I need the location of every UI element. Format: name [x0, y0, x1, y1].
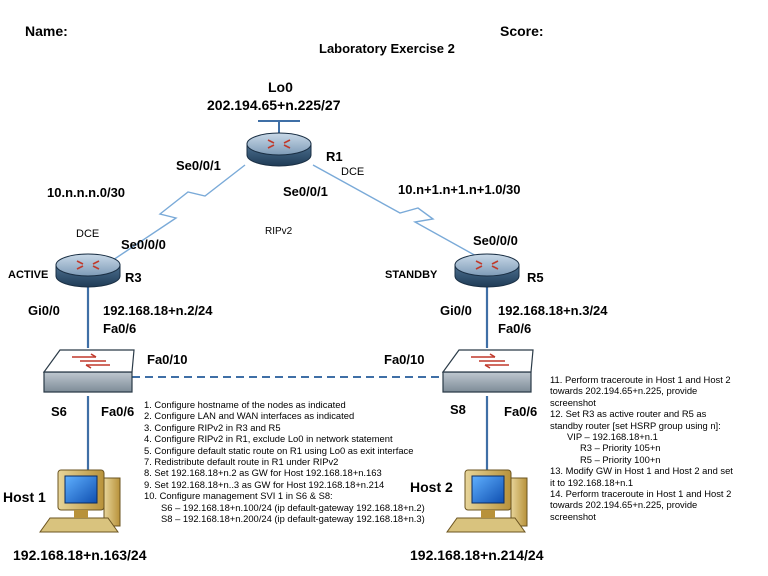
routing-protocol-label: RIPv2: [265, 226, 293, 237]
instruction-item: 7. Redistribute default route in R1 unde…: [144, 455, 339, 467]
instructions-list-left: 1. Configure hostname of the nodes as in…: [144, 399, 425, 524]
instruction-item: R3 – Priority 105+n: [580, 442, 661, 454]
s6-up-interface: Fa0/6: [103, 321, 137, 336]
r5-role-badge: STANDBY: [385, 269, 438, 281]
r1-loopback-label: Lo0: [268, 79, 293, 95]
host1-name: Host 1: [3, 489, 46, 505]
instruction-item: 13. Modify GW in Host 1 and Host 2 and s…: [550, 465, 733, 477]
switch-s8-icon: [441, 349, 534, 393]
instruction-item: towards 202.194.65+n.225, provide: [550, 499, 698, 511]
r5-lan-ip: 192.168.18+n.3/24: [498, 303, 608, 318]
instruction-item: 8. Set 192.168.18+n.2 as GW for Host 192…: [144, 467, 382, 479]
switch-s6-icon: [42, 349, 135, 393]
r3-role-badge: ACTIVE: [8, 269, 49, 281]
instruction-item: R5 – Priority 100+n: [580, 453, 661, 465]
r1-dce-label: DCE: [341, 166, 365, 178]
instruction-item: towards 202.194.65+n.225, provide: [550, 385, 698, 397]
instruction-item: it to 192.168.18+n.1: [550, 476, 634, 488]
host1-computer-icon: [39, 469, 121, 533]
r1-right-interface: Se0/0/1: [283, 184, 328, 199]
s6-name: S6: [51, 404, 67, 419]
instruction-item: screenshot: [550, 396, 596, 408]
host2-ip: 192.168.18+n.214/24: [410, 547, 544, 563]
right-wan-network: 10.n+1.n+1.n+1.0/30: [398, 182, 521, 197]
r3-lan-interface: Gi0/0: [28, 303, 60, 318]
s8-name: S8: [450, 402, 466, 417]
s8-up-interface: Fa0/6: [498, 321, 532, 336]
r3-serial-interface: Se0/0/0: [121, 237, 166, 252]
instruction-item: standby router [set HSRP group using n]:: [550, 419, 721, 431]
instruction-item: S8 – 192.168.18+n.200/24 (ip default-gat…: [161, 512, 425, 524]
instruction-item: 12. Set R3 as active router and R5 as: [550, 408, 707, 420]
instruction-item: 3. Configure RIPv2 in R3 and R5: [144, 421, 281, 433]
instruction-item: 5. Configure default static route on R1 …: [144, 444, 414, 456]
r3-lan-ip: 192.168.18+n.2/24: [103, 303, 213, 318]
instruction-item: 2. Configure LAN and WAN interfaces as i…: [144, 410, 355, 422]
serial-link-r1-r5: [312, 164, 488, 263]
instruction-item: S6 – 192.168.18+n.100/24 (ip default-gat…: [161, 501, 425, 513]
s8-down-interface: Fa0/6: [504, 404, 538, 419]
s6-trunk-interface: Fa0/10: [147, 352, 188, 367]
router-r3-icon: [55, 253, 121, 288]
r3-name: R3: [125, 270, 142, 285]
s6-down-interface: Fa0/6: [101, 404, 135, 419]
router-r5-icon: [454, 253, 520, 288]
instruction-item: 4. Configure RIPv2 in R1, exclude Lo0 in…: [144, 433, 393, 445]
name-label: Name:: [25, 23, 68, 39]
r5-serial-interface: Se0/0/0: [473, 233, 518, 248]
router-r1-icon: [246, 132, 312, 167]
r1-loopback-ip: 202.194.65+n.225/27: [207, 97, 341, 113]
r3-dce-label: DCE: [76, 228, 100, 240]
score-label: Score:: [500, 23, 544, 39]
page-title: Laboratory Exercise 2: [319, 41, 455, 56]
instruction-item: 10. Configure management SVI 1 in S6 & S…: [144, 490, 333, 502]
s8-trunk-interface: Fa0/10: [384, 352, 425, 367]
host1-ip: 192.168.18+n.163/24: [13, 547, 147, 563]
r1-left-interface: Se0/0/1: [176, 158, 221, 173]
instruction-item: VIP – 192.168.18+n.1: [567, 430, 658, 442]
instruction-item: screenshot: [550, 510, 596, 522]
instructions-list-right: 11. Perform traceroute in Host 1 and Hos…: [550, 374, 733, 522]
left-wan-network: 10.n.n.n.0/30: [47, 185, 126, 200]
host2-computer-icon: [446, 469, 528, 533]
instruction-item: 11. Perform traceroute in Host 1 and Hos…: [550, 374, 731, 385]
host2-name: Host 2: [410, 479, 453, 495]
r5-name: R5: [527, 270, 544, 285]
instruction-item: 14. Perform traceroute in Host 1 and Hos…: [550, 487, 732, 499]
instruction-item: 1. Configure hostname of the nodes as in…: [144, 399, 346, 410]
instruction-item: 9. Set 192.168.18+n..3 as GW for Host 19…: [144, 478, 385, 490]
r1-name: R1: [326, 149, 343, 164]
r5-lan-interface: Gi0/0: [440, 303, 472, 318]
serial-link-r1-r3: [109, 164, 246, 263]
